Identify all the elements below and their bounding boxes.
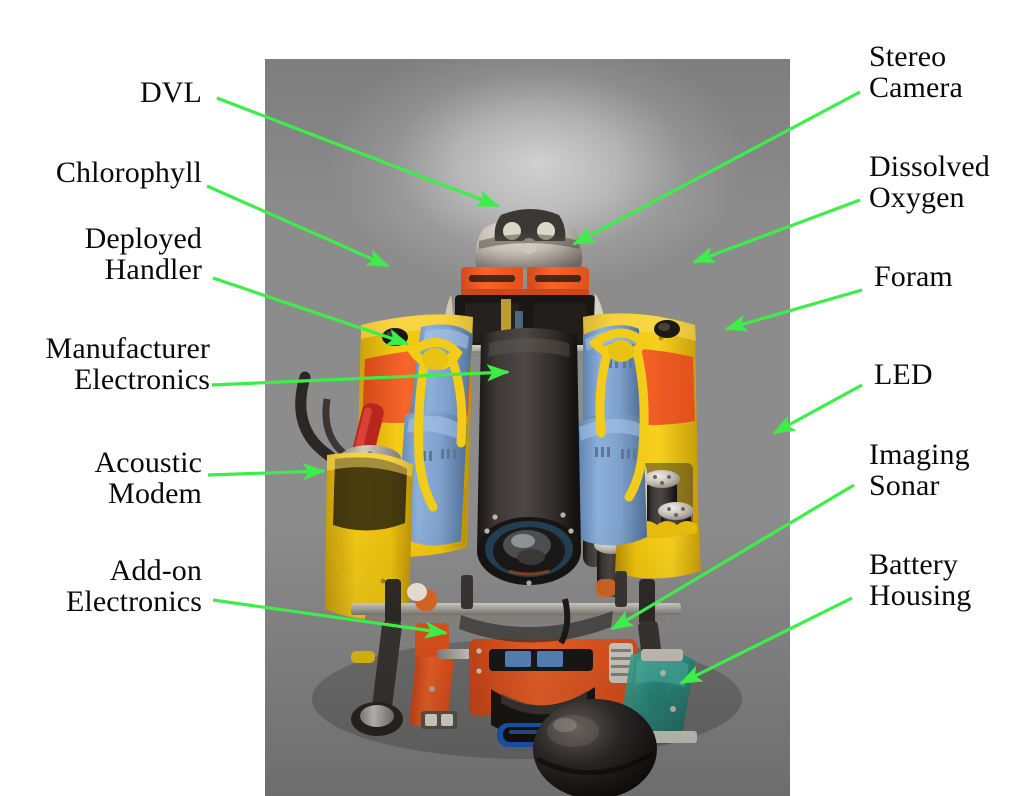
label-stereo-camera: Stereo Camera bbox=[869, 40, 963, 104]
orange-clamps bbox=[461, 267, 589, 295]
label-chlorophyll: Chlorophyll bbox=[55, 156, 202, 189]
label-acoustic-modem: Acoustic Modem bbox=[94, 446, 202, 510]
label-dvl: DVL bbox=[140, 76, 202, 109]
acoustic-modem bbox=[295, 371, 413, 620]
label-imaging-sonar: Imaging Sonar bbox=[869, 438, 970, 502]
chlorophyll-sensor bbox=[382, 328, 408, 346]
label-foram: Foram bbox=[874, 260, 953, 293]
rov-illustration bbox=[295, 209, 742, 796]
battery-housing bbox=[533, 699, 657, 796]
rov-photograph bbox=[265, 59, 790, 796]
label-battery-housing: Battery Housing bbox=[869, 548, 972, 612]
rope-knots bbox=[422, 340, 634, 370]
dissolved-oxygen-sensor bbox=[654, 320, 680, 338]
label-deployed-handler: Deployed Handler bbox=[84, 222, 202, 286]
manufacturer-electronics-housing bbox=[477, 328, 581, 586]
label-dissolved-oxygen: Dissolved Oxygen bbox=[869, 150, 990, 214]
label-add-on-electronics: Add-on Electronics bbox=[65, 554, 202, 618]
label-manufacturer-electronics: Manufacturer Electronics bbox=[45, 332, 210, 396]
add-on-electronics bbox=[351, 623, 513, 736]
label-led: LED bbox=[874, 358, 933, 391]
dvl-unit bbox=[475, 209, 583, 269]
